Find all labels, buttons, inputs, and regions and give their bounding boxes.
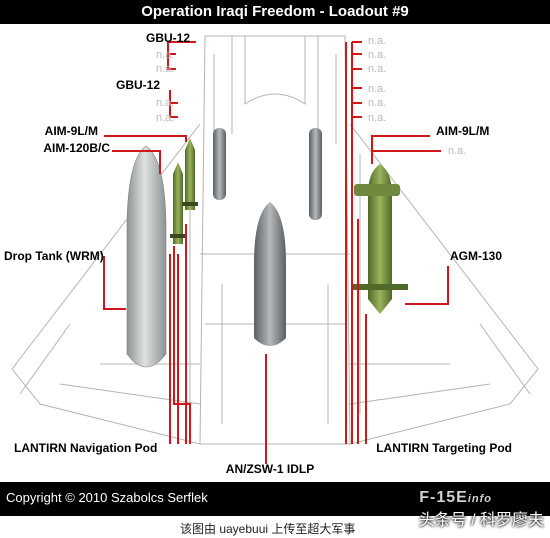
na-label: n.a.: [368, 35, 386, 47]
agm-130-store: [352, 164, 408, 314]
label-idlp: AN/ZSW-1 IDLP: [226, 462, 314, 476]
na-label: n.a.: [368, 63, 386, 75]
upload-watermark-strip: 该图由 uayebuui 上传至超大军事 头条号 / 科罗廖夫: [0, 512, 550, 538]
label-gbu12-top: GBU-12: [146, 31, 190, 45]
label-lantirn-tgt: LANTIRN Targeting Pod: [376, 441, 512, 455]
airframe-outline: [11, 35, 539, 445]
centre-pod-right: [309, 128, 322, 220]
na-label: n.a.: [368, 49, 386, 61]
label-aim9-left: AIM-9L/M: [45, 124, 98, 138]
logo-sub: info: [467, 493, 492, 505]
drop-tank: [126, 145, 167, 368]
title-bar: Operation Iraqi Freedom - Loadout #9: [0, 0, 550, 24]
leader-lines: [103, 41, 449, 464]
centre-pod-left: [213, 128, 226, 200]
label-aim120-left: AIM-120B/C: [43, 141, 110, 155]
na-label: n.a.: [156, 112, 174, 124]
na-label: n.a.: [368, 83, 386, 95]
na-label: n.a.: [368, 112, 386, 124]
idlp-pod: [254, 202, 286, 346]
label-aim9-right: AIM-9L/M: [436, 124, 489, 138]
f15e-info-logo: F-15Einfo: [419, 489, 492, 507]
label-agm130: AGM-130: [450, 249, 502, 263]
na-label: n.a.: [156, 49, 174, 61]
brand-watermark: 头条号 / 科罗廖夫: [418, 512, 544, 529]
na-label: n.a.: [156, 63, 174, 75]
copyright-text: Copyright © 2010 Szabolcs Serflek: [6, 490, 208, 505]
na-label: n.a.: [368, 97, 386, 109]
label-gbu12-mid: GBU-12: [116, 78, 160, 92]
label-lantirn-nav: LANTIRN Navigation Pod: [14, 441, 157, 455]
aircraft-diagram: GBU-12 GBU-12 AIM-9L/M AIM-120B/C Drop T…: [0, 24, 550, 482]
empty-station-labels: n.a. n.a. n.a. n.a. n.a. n.a. n.a. n.a. …: [156, 35, 466, 157]
footer-bar: Copyright © 2010 Szabolcs Serflek F-15Ei…: [0, 482, 550, 516]
label-drop-tank: Drop Tank (WRM): [4, 249, 104, 263]
gbu-12-stack: [170, 138, 198, 244]
logo-main: F-15E: [419, 489, 468, 506]
upload-credit: 该图由 uayebuui 上传至超大军事: [180, 522, 356, 536]
na-label: n.a.: [156, 97, 174, 109]
na-label: n.a.: [448, 145, 466, 157]
loadout-diagram-svg: GBU-12 GBU-12 AIM-9L/M AIM-120B/C Drop T…: [4, 31, 539, 476]
figure-title: Operation Iraqi Freedom - Loadout #9: [141, 3, 409, 20]
